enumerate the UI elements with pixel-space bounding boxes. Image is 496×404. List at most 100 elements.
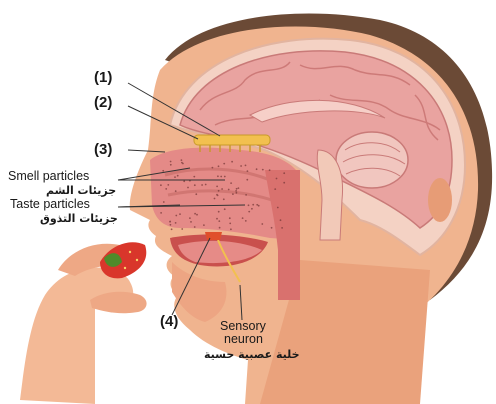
particle-dot [201,184,203,186]
particle-dot [223,198,225,200]
particle-dot [203,224,205,226]
particle-dot [229,223,231,225]
particle-dot [171,228,173,230]
particle-dot [214,198,216,200]
particle-dot [194,184,196,186]
particle-dot [190,221,192,223]
hand [20,268,133,404]
ear [428,178,452,222]
particle-dot [170,164,172,166]
particle-dot [248,204,250,206]
particle-dot [170,224,172,226]
particle-dot [217,175,219,177]
particle-dot [218,165,220,167]
particle-dot [235,190,237,192]
particle-dot [256,168,258,170]
particle-dot [177,175,179,177]
particle-dot [179,213,181,215]
particle-dot [276,178,278,180]
particle-dot [223,163,225,165]
particle-dot [165,188,167,190]
particle-dot [193,176,195,178]
particle-dot [187,187,189,189]
particle-dot [246,179,248,181]
particle-dot [221,188,223,190]
particle-dot [229,217,231,219]
particle-dot [258,205,260,207]
particle-dot [216,218,218,220]
particle-dot [240,165,242,167]
particle-dot [169,221,171,223]
particle-dot [283,172,285,174]
particle-dot [170,161,172,163]
particle-dot [220,176,222,178]
food-on-tongue [205,232,222,240]
label-4: (4) [160,313,178,330]
particle-dot [232,193,234,195]
particle-dot [228,189,230,191]
particle-dot [160,184,162,186]
smell-particles-arabic-label: جزيئات الشم [46,184,116,197]
particle-dot [194,226,196,228]
particle-dot [205,184,207,186]
particle-dot [224,176,226,178]
particle-dot [196,214,198,216]
particle-dot [216,186,218,188]
particle-dot [231,161,233,163]
particle-dot [251,208,253,210]
taste-particles-label: Taste particles [10,198,90,211]
particle-dot [212,167,214,169]
particle-dot [230,228,232,230]
particle-dot [262,169,264,171]
particle-dot [167,184,169,186]
particle-dot [175,190,177,192]
particle-dot [280,219,282,221]
particle-dot [245,194,247,196]
particle-dot [218,190,220,192]
particle-dot [175,215,177,217]
particle-dot [256,204,258,206]
particle-dot [281,227,283,229]
particle-dot [261,223,263,225]
particle-dot [181,159,183,161]
particle-dot [247,170,249,172]
particle-dot [236,192,238,194]
particle-dot [269,169,271,171]
taste-particles-arabic-label: جزيئات التذوق [40,212,118,225]
particle-dot [274,188,276,190]
particle-dot [181,228,183,230]
particle-dot [245,220,247,222]
particle-dot [194,213,196,215]
particle-dot [230,182,232,184]
particle-dot [174,176,176,178]
particle-dot [189,217,191,219]
label-2: (2) [94,94,112,111]
sensory-neuron-label-line2: neuron [224,333,263,346]
particle-dot [242,217,244,219]
particle-dot [236,188,238,190]
particle-dot [175,222,177,224]
particle-dot [245,165,247,167]
particle-dot [218,211,220,213]
particle-dot [160,212,162,214]
particle-dot [195,193,197,195]
particle-dot [181,162,183,164]
smell-particles-label: Smell particles [8,170,89,183]
particle-dot [277,207,279,209]
particle-dot [248,211,250,213]
particle-dot [238,187,240,189]
particle-dot [216,194,218,196]
particle-dot [218,220,220,222]
label-1: (1) [94,69,112,86]
olfactory-bulb [194,135,270,145]
sensory-neuron-arabic-label: خلية عصبية حسية [204,348,300,361]
particle-dot [219,227,221,229]
particle-dot [271,227,273,229]
particle-dot [163,201,165,203]
particle-dot [252,204,254,206]
particle-dot [283,182,285,184]
particle-dot [183,180,185,182]
particle-dot [224,208,226,210]
particle-dot [162,170,164,172]
label-3: (3) [94,141,112,158]
